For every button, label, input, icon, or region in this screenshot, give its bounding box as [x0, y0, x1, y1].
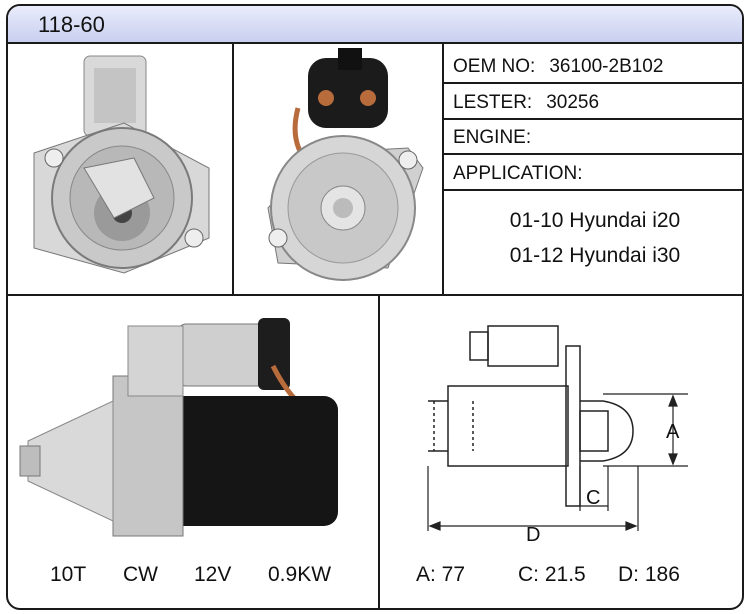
rating-power: 0.9KW: [268, 563, 332, 586]
divider-bottom-columns: [378, 294, 380, 608]
application-item: 01-12 Hyundai i30: [509, 244, 681, 267]
product-card: 118-60 OEM NO: 36100-2B102: [6, 4, 744, 610]
lester-label: LESTER:: [453, 92, 533, 113]
divider-spec-row-3: [442, 153, 742, 155]
part-number-title: 118-60: [38, 12, 105, 37]
lester-row: LESTER: 30256: [453, 92, 599, 114]
dimension-letter-d: D: [526, 524, 540, 546]
dimension-letter-c: C: [586, 487, 600, 509]
divider-photo-columns: [232, 42, 234, 294]
divider-middle: [8, 294, 742, 296]
oem-row: OEM NO: 36100-2B102: [453, 56, 663, 78]
divider-spec-row-1: [442, 82, 742, 84]
rating-rotation: CW: [123, 563, 158, 586]
application-label: APPLICATION:: [453, 163, 583, 184]
title-bar: 118-60: [8, 6, 742, 44]
engine-row: ENGINE:: [453, 127, 531, 149]
application-item: 01-10 Hyundai i20: [509, 209, 681, 232]
divider-spec-column: [442, 42, 444, 294]
divider-spec-row-2: [442, 118, 742, 120]
dimension-letter-a: A: [666, 421, 680, 443]
divider-spec-row-4: [442, 189, 742, 191]
starter-side-view-photo: [19, 318, 338, 537]
dimension-d-value: D: 186: [618, 563, 680, 586]
dimension-a-value: A: 77: [416, 563, 466, 586]
rating-voltage: 12V: [194, 563, 232, 586]
dimension-c-value: C: 21.5: [518, 563, 586, 586]
oem-label: OEM NO:: [453, 56, 536, 77]
dimension-drawing: A C D: [427, 325, 688, 546]
lester-value: 30256: [546, 92, 600, 113]
oem-value: 36100-2B102: [549, 56, 664, 77]
starter-rear-view-photo: [267, 48, 424, 281]
rating-teeth: 10T: [50, 563, 87, 586]
starter-front-view-photo: [33, 55, 210, 274]
application-row: APPLICATION:: [453, 163, 583, 185]
engine-label: ENGINE:: [453, 127, 532, 148]
